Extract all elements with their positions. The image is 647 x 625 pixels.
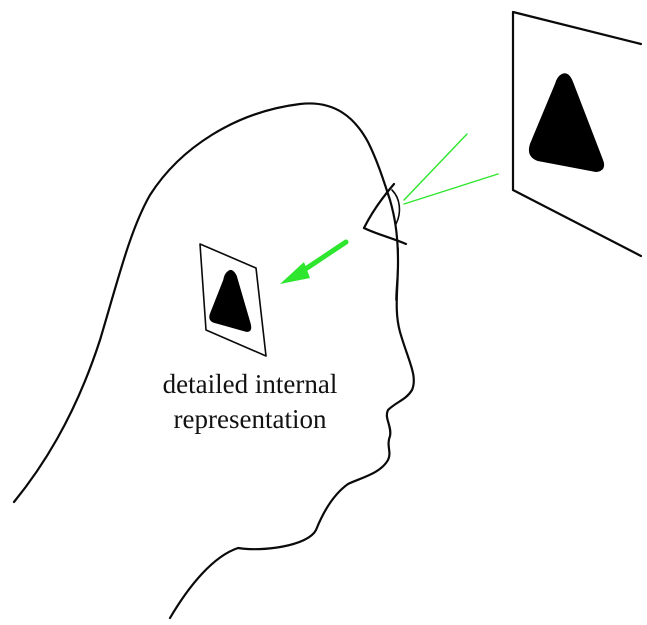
arrow-icon [280,242,346,284]
internal-representation [200,244,266,356]
head-profile [14,103,414,618]
eye-icon [364,184,406,244]
eye-upper-lid [364,184,394,228]
gaze-ray-lower [404,174,498,204]
eye-lower-lid [364,228,406,244]
arrow-head [280,262,310,284]
gaze-rays [404,134,498,204]
caption-line-1: detailed internal [120,367,380,401]
external-triangle [530,74,603,171]
eye-cornea [392,190,399,224]
head-outline [14,103,414,618]
internal-triangle [210,271,251,331]
caption-line-2: representation [120,402,380,436]
external-picture [513,12,641,256]
gaze-ray-upper [404,134,467,200]
